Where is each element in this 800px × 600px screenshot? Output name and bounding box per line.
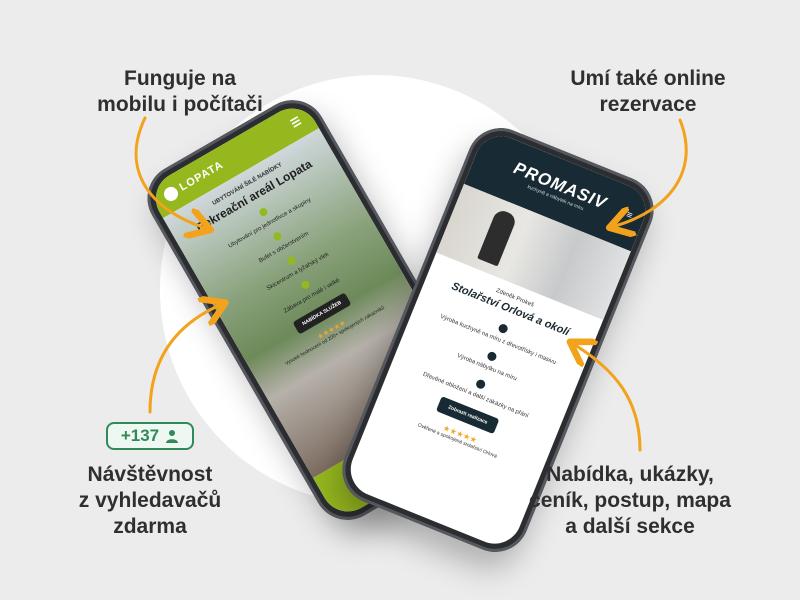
callout-search-traffic: Návštěvnost z vyhledavačů zdarma [40,462,260,540]
callout-line: z vyhledavačů [78,489,222,512]
visitors-badge: +137 [106,422,194,450]
callout-line: zdarma [113,515,187,538]
callout-line: mobilu i počítači [97,93,263,116]
arrow-bottom-left [148,305,220,414]
user-icon [166,430,179,443]
arrow-top-left [134,116,205,228]
callout-mobile-desktop: Funguje na mobilu i počítači [70,66,290,118]
callout-online-booking: Umí také online rezervace [548,66,748,118]
visitors-count: +137 [120,426,160,445]
callout-line: Nabídka, ukázky, [546,463,714,486]
callout-line: Funguje na [124,67,236,90]
callout-line: rezervace [599,93,697,116]
callout-line: ceník, postup, mapa [529,489,731,512]
callout-line: Umí také online [570,67,726,90]
arrow-top-right [615,118,688,226]
callout-line: a další sekce [565,515,695,538]
callout-line: Návštěvnost [87,463,213,486]
arrow-bottom-right [575,345,642,452]
callout-sections: Nabídka, ukázky, ceník, postup, mapa a d… [510,462,750,540]
